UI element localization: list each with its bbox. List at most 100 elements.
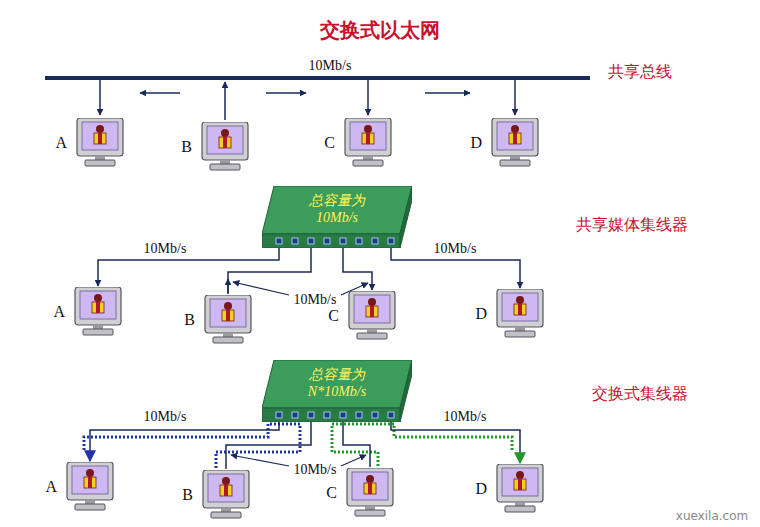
link-rate: 10Mb/s xyxy=(432,241,479,257)
hub-port xyxy=(276,412,282,418)
computer-icon xyxy=(75,287,121,335)
node-letter: B xyxy=(181,138,192,156)
hub-port xyxy=(276,238,282,244)
link-wire xyxy=(228,248,311,294)
down-arrow xyxy=(514,80,516,115)
computer-icon xyxy=(495,289,545,339)
computer-icon xyxy=(77,118,123,166)
computer-icon xyxy=(497,464,543,512)
link-wire xyxy=(343,248,372,290)
hub-port xyxy=(388,412,394,418)
hub-box: 总容量为 10Mb/s xyxy=(262,186,412,248)
computer-node: B xyxy=(184,295,253,345)
link-wire xyxy=(98,248,279,286)
link-wire xyxy=(90,422,279,461)
computer-node: B xyxy=(182,470,251,520)
computer-icon xyxy=(205,295,251,343)
computer-icon xyxy=(343,118,393,168)
computer-icon xyxy=(75,118,125,168)
computer-node: C xyxy=(328,291,397,341)
hub-port xyxy=(372,238,378,244)
computer-icon xyxy=(73,287,123,337)
hub-capacity: 总容量为 N*10Mb/s xyxy=(295,367,379,415)
hub-port xyxy=(356,412,362,418)
hub-side xyxy=(400,360,412,422)
flow-arrow xyxy=(266,92,306,94)
hub-box: 总容量为 N*10Mb/s xyxy=(262,360,412,422)
link-wire xyxy=(391,422,520,463)
diagram-title: 交换式以太网 xyxy=(318,17,442,44)
section-label: 共享总线 xyxy=(606,62,674,83)
hub-port xyxy=(308,238,314,244)
computer-icon xyxy=(495,464,545,514)
hub-side xyxy=(400,186,412,248)
node-letter: C xyxy=(328,307,339,325)
down-arrow xyxy=(99,80,101,115)
link-wire xyxy=(343,422,370,467)
hub-port xyxy=(340,238,346,244)
hub-port xyxy=(292,238,298,244)
node-letter: A xyxy=(45,478,57,496)
link-rate: 10Mb/s xyxy=(142,409,189,425)
leader-arrow xyxy=(341,455,366,466)
computer-node: D xyxy=(470,118,540,168)
computer-icon xyxy=(67,462,113,510)
computer-icon xyxy=(201,470,251,520)
computer-icon xyxy=(497,289,543,337)
up-arrow xyxy=(224,82,226,120)
leader-arrow xyxy=(231,455,289,466)
hub-port xyxy=(340,412,346,418)
computer-icon xyxy=(490,118,540,168)
bus-rate: 10Mb/s xyxy=(307,58,354,74)
watermark: xuexila.com xyxy=(674,509,750,523)
computer-icon xyxy=(65,462,115,512)
hub-port xyxy=(324,238,330,244)
down-arrow xyxy=(367,80,369,115)
node-letter: C xyxy=(326,484,337,502)
hub-port xyxy=(308,412,314,418)
hub-port xyxy=(356,238,362,244)
leader-arrow xyxy=(233,282,289,295)
hub-port xyxy=(292,412,298,418)
hub-port xyxy=(372,412,378,418)
computer-node: D xyxy=(475,289,545,339)
computer-icon xyxy=(349,291,395,339)
hub-port xyxy=(388,238,394,244)
node-letter: D xyxy=(475,305,487,323)
computer-node: B xyxy=(181,122,250,172)
computer-icon xyxy=(347,291,397,341)
computer-icon xyxy=(345,468,395,518)
computer-icon xyxy=(345,118,391,166)
computer-icon xyxy=(492,118,538,166)
hub-capacity: 总容量为 10Mb/s xyxy=(295,193,379,241)
flow-arrow xyxy=(425,92,470,94)
computer-node: D xyxy=(475,464,545,514)
computer-node: A xyxy=(53,287,123,337)
link-rate: 10Mb/s xyxy=(292,292,339,308)
section-label: 共享媒体集线器 xyxy=(574,215,690,236)
computer-icon xyxy=(203,295,253,345)
hub-port xyxy=(324,412,330,418)
node-letter: B xyxy=(182,486,193,504)
computer-icon xyxy=(200,122,250,172)
section-label: 交换式集线器 xyxy=(590,384,690,405)
node-letter: C xyxy=(324,134,335,152)
node-letter: D xyxy=(475,480,487,498)
computer-node: C xyxy=(324,118,393,168)
computer-icon xyxy=(203,470,249,518)
bus-line xyxy=(45,76,590,80)
node-letter: B xyxy=(184,311,195,329)
link-rate: 10Mb/s xyxy=(292,462,339,478)
computer-node: A xyxy=(55,118,125,168)
computer-icon xyxy=(202,122,248,170)
hub-front xyxy=(262,408,400,422)
link-rate: 10Mb/s xyxy=(442,409,489,425)
computer-node: A xyxy=(45,462,115,512)
node-letter: A xyxy=(55,134,67,152)
computer-icon xyxy=(347,468,393,516)
hub-front xyxy=(262,234,400,248)
node-letter: A xyxy=(53,303,65,321)
flow-arrow xyxy=(140,92,180,94)
